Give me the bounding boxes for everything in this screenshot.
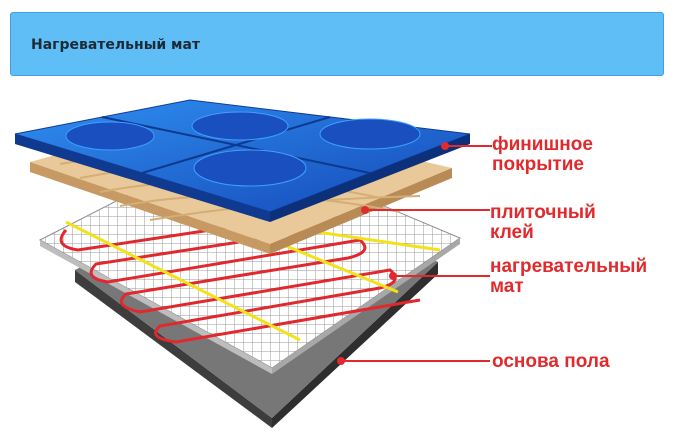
callout-finish (441, 142, 492, 150)
page-title: Нагревательный мат (31, 37, 201, 53)
header-bar: Нагревательный мат (10, 12, 664, 76)
label-mat-line2: мат (490, 276, 524, 297)
label-mat-line1: нагревательный (490, 256, 647, 277)
callout-glue (361, 206, 490, 214)
callout-base (337, 357, 490, 365)
label-finish-line2: покрытие (492, 154, 584, 175)
callout-mat (389, 272, 490, 280)
label-finish-line1: финишное (492, 134, 593, 155)
finish-tile-layer (14, 99, 471, 222)
label-glue-line2: клей (490, 222, 534, 243)
conductor-wire-1 (65, 220, 301, 342)
label-glue-line1: плиточный (490, 202, 596, 223)
label-base: основа пола (492, 351, 610, 372)
